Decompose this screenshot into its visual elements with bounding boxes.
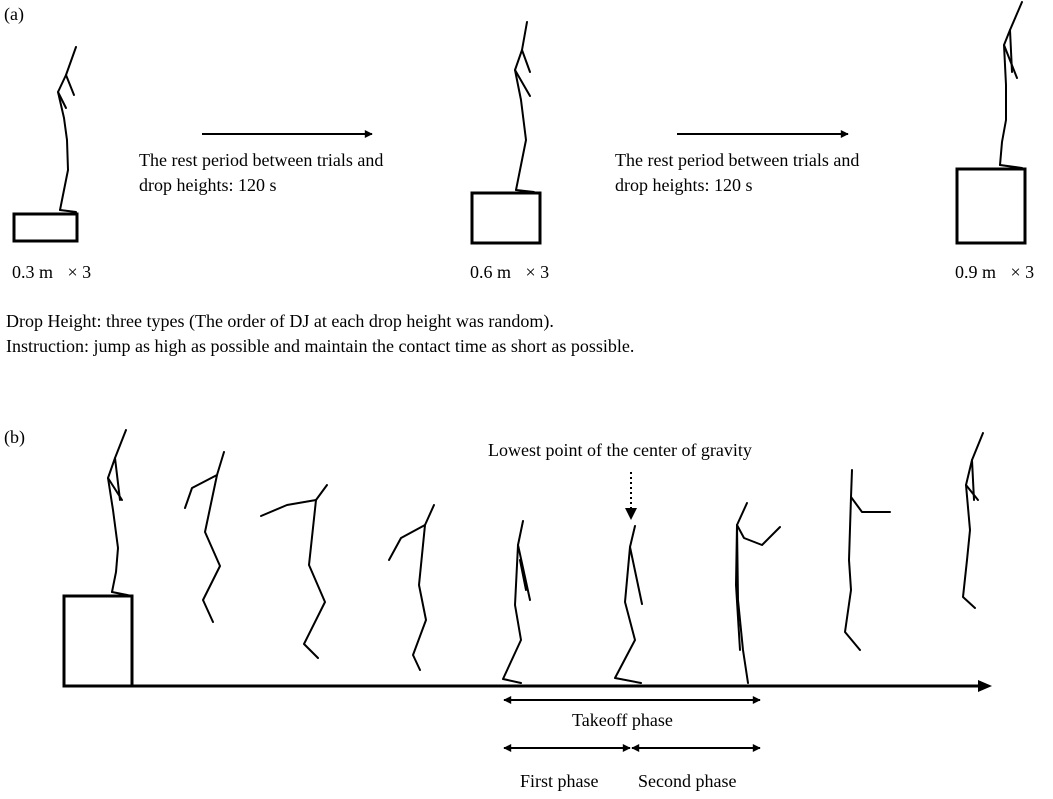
panel-b-label: (b) [4,427,25,448]
jump-phase-figure-9 [962,432,984,609]
jumper-figure-2 [514,21,535,193]
jump-phase-figure-2 [184,451,225,623]
rest-text-1-line2: drop heights: 120 s [139,175,277,195]
jump-phase-figure-8 [844,469,891,651]
rest-text-2-line1: The rest period between trials and [615,150,859,170]
height-label-0-9: 0.9 m [955,262,996,282]
svg-text:0.6 m × 3: 0.6 m × 3 [470,262,549,282]
panel-a-label: (a) [4,4,24,25]
lowest-point-label: Lowest point of the center of gravity [488,440,752,460]
first-phase-label: First phase [520,771,599,791]
svg-text:0.9 m × 3: 0.9 m × 3 [955,262,1034,282]
jump-phase-figure-4 [388,504,435,671]
jump-phase-figure-7 [735,502,781,684]
second-phase-label: Second phase [638,771,736,791]
drop-box-0-3m [12,212,79,243]
height-label-0-6: 0.6 m [470,262,511,282]
rest-text-1-line1: The rest period between trials and [139,150,383,170]
rest-text-2-line2: drop heights: 120 s [615,175,753,195]
lowest-point-arrowhead [625,508,637,520]
drop-box-0-9m [955,167,1027,245]
reps-label-0-3: × 3 [68,262,92,282]
reps-label-0-9: × 3 [1011,262,1035,282]
jumper-figure-3 [999,1,1023,169]
takeoff-phase-label: Takeoff phase [572,710,673,730]
jump-phase-figure-5 [502,520,531,684]
jump-phase-figure-1 [107,429,133,597]
drop-height-note: Drop Height: three types (The order of D… [6,311,554,332]
height-label-0-3: 0.3 m [12,262,53,282]
drop-box-0-6m [470,191,542,245]
jump-phase-figure-6 [614,525,643,684]
jumper-figure-1 [57,46,77,213]
svg-text:0.3 m × 3: 0.3 m × 3 [12,262,91,282]
reps-label-0-6: × 3 [526,262,550,282]
drop-box [62,594,134,688]
ground-arrowhead [978,680,992,692]
jump-phase-figure-3 [260,484,328,659]
instruction-note: Instruction: jump as high as possible an… [6,336,634,356]
